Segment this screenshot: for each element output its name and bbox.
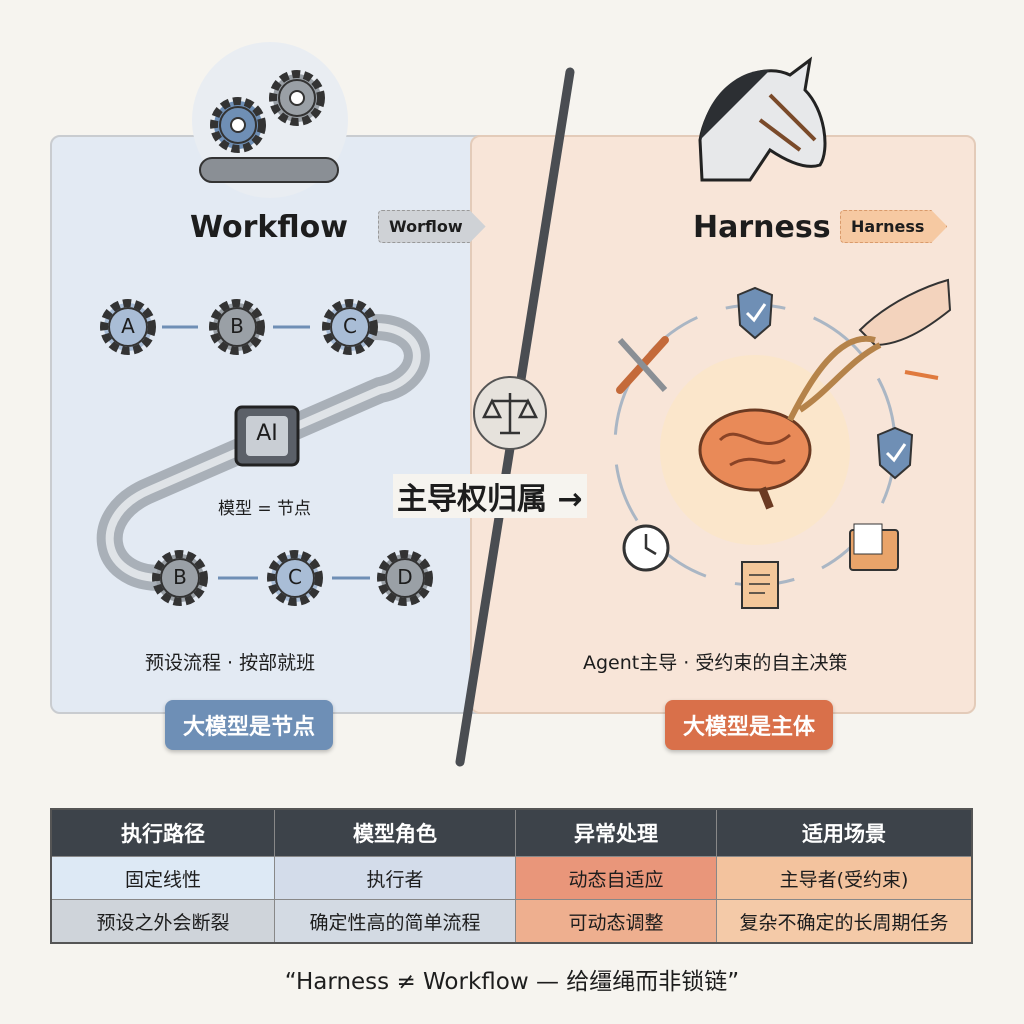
- model-node-note: 模型 = 节点: [218, 499, 312, 519]
- gear-node-label: C: [343, 314, 357, 338]
- scale-icon: [473, 376, 547, 450]
- table-cell: 固定线性: [50, 856, 275, 900]
- arrow-icon: [162, 325, 370, 580]
- hand-rope-icon: [787, 278, 952, 422]
- table-cell: 执行者: [274, 856, 516, 900]
- gear-node-label: D: [397, 565, 413, 589]
- quote: “Harness ≠ Workflow — 给缰绳而非锁链”: [284, 969, 740, 995]
- shield-check-icon: [736, 286, 774, 340]
- workflow-illustration: [96, 42, 433, 606]
- table-header: 异常处理: [515, 808, 717, 857]
- shield-check-icon: [876, 426, 914, 480]
- harness-badge: 大模型是主体: [665, 700, 834, 750]
- conveyor-icon: [199, 157, 339, 183]
- document-icon: [741, 561, 779, 609]
- table-cell: 可动态调整: [515, 899, 717, 944]
- harness-caption: Agent主导 · 受约束的自主决策: [583, 652, 848, 674]
- wrench-icon: [616, 336, 669, 394]
- clock-icon: [622, 524, 670, 572]
- table-header: 适用场景: [716, 808, 973, 857]
- harness-title: Harness: [693, 210, 831, 245]
- horse-head-icon: [698, 56, 827, 182]
- comparison-table: 执行路径模型角色异常处理适用场景 固定线性执行者动态自适应主导者(受约束) 预设…: [50, 808, 973, 944]
- table-cell: 确定性高的简单流程: [274, 899, 516, 944]
- table-header: 执行路径: [50, 808, 275, 857]
- gear-icon: [210, 97, 266, 153]
- table-header: 模型角色: [274, 808, 516, 857]
- center-label: 主导权归属 →: [393, 474, 587, 518]
- gear-node-label: B: [230, 314, 244, 338]
- table-cell: 复杂不确定的长周期任务: [716, 899, 973, 944]
- workflow-badge: 大模型是节点: [165, 700, 334, 750]
- table-cell: 动态自适应: [515, 856, 717, 900]
- brain-icon: [698, 408, 812, 510]
- workflow-caption: 预设流程 · 按部就班: [145, 652, 316, 674]
- gear-node-label: A: [121, 314, 135, 338]
- table-cell: 预设之外会断裂: [50, 899, 275, 944]
- table-header-row: 执行路径模型角色异常处理适用场景: [50, 808, 973, 857]
- ai-chip-label: AI: [256, 421, 278, 446]
- gear-node-label: B: [173, 565, 187, 589]
- harness-illustration: [613, 56, 952, 609]
- folder-icon: [849, 523, 899, 571]
- table-row: 预设之外会断裂确定性高的简单流程可动态调整复杂不确定的长周期任务: [50, 899, 973, 944]
- harness-tag: Harness: [840, 210, 948, 243]
- gear-icon: [269, 70, 325, 126]
- table-row: 固定线性执行者动态自适应主导者(受约束): [50, 856, 973, 900]
- workflow-tag: Worflow: [378, 210, 486, 243]
- table-cell: 主导者(受约束): [716, 856, 973, 900]
- workflow-title: Workflow: [190, 210, 348, 245]
- gear-node-label: C: [288, 565, 302, 589]
